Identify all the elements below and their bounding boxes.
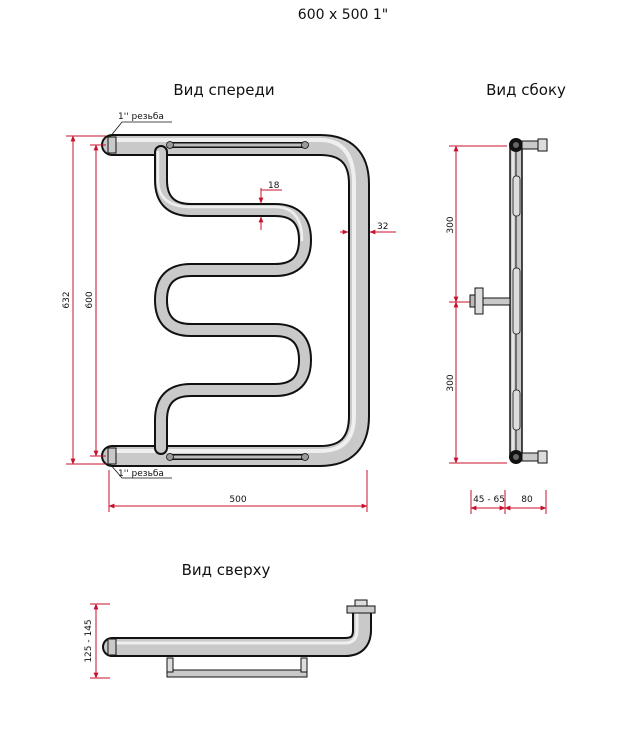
dim-total-height: 632 [62, 291, 72, 308]
thread-label-bottom: 1'' резьба [118, 469, 164, 479]
dim-pipe-gap: 18 [268, 181, 280, 191]
dim-side-lower: 300 [446, 374, 456, 391]
thread-label-top: 1'' резьба [118, 112, 164, 122]
dim-axis-height: 600 [85, 291, 95, 308]
front-pipe [101, 134, 370, 467]
drawing-title: 600 x 500 1" [298, 7, 388, 23]
dim-side-offset: 45 - 65 [473, 495, 505, 505]
front-view: Вид спереди 1'' резьба 1 [62, 81, 396, 512]
top-view: Вид сверху 125 - 145 [84, 561, 376, 679]
dim-side-upper: 300 [446, 216, 456, 233]
side-view-title: Вид сбоку [486, 81, 566, 99]
dim-top-depth: 125 - 145 [84, 619, 94, 662]
top-view-title: Вид сверху [182, 561, 271, 579]
front-view-title: Вид спереди [173, 81, 274, 99]
dim-pipe-diameter: 32 [377, 222, 388, 232]
top-thread-cap [107, 136, 117, 154]
dim-width: 500 [229, 495, 246, 505]
bottom-thread-cap [107, 447, 117, 465]
dim-side-depth: 80 [521, 495, 533, 505]
side-view: Вид сбоку 300 300 [446, 81, 566, 514]
